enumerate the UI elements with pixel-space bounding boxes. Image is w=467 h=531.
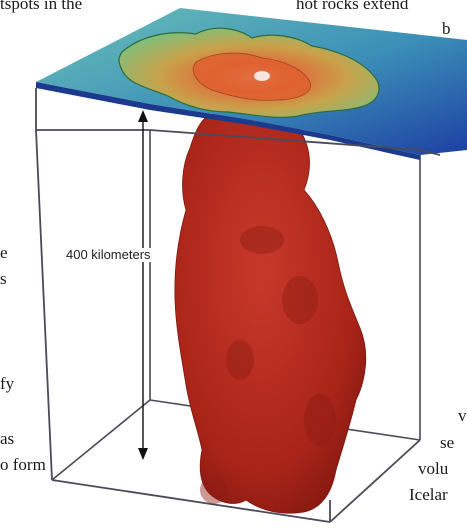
depth-arrow (138, 110, 148, 460)
depth-label: 400 kilometers (64, 248, 153, 262)
mantle-plume (175, 108, 366, 513)
hotspot-peak (254, 71, 270, 81)
